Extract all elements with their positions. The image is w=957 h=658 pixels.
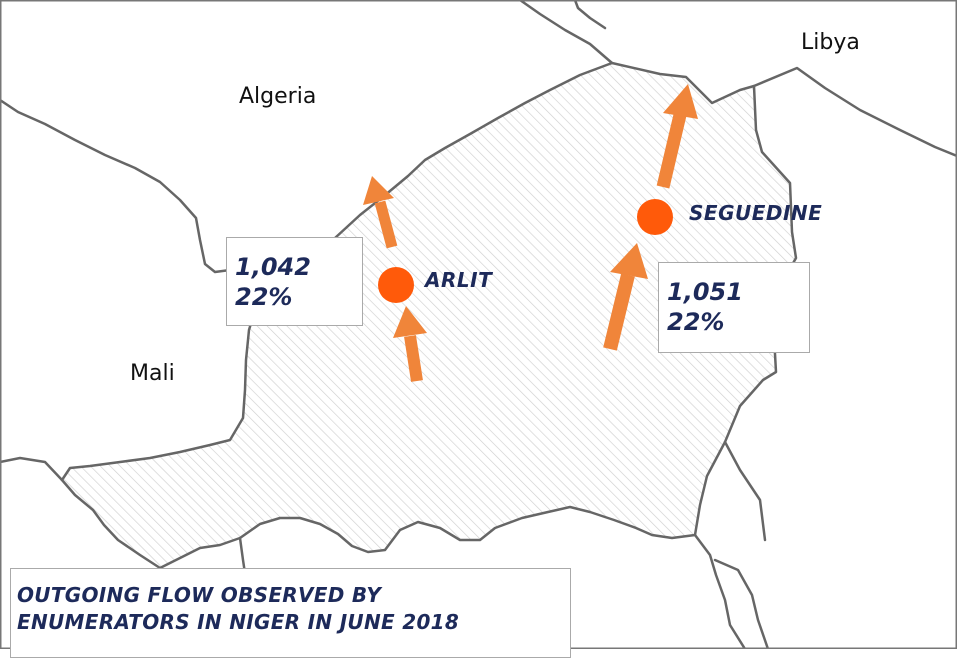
border-niger-south <box>60 478 697 570</box>
border-mali-burkina <box>0 456 64 482</box>
flow-arrow-arlit-out <box>363 176 398 249</box>
count-box-arlit: 1,042 22% <box>226 237 363 326</box>
town-label-seguedine: SEGUEDINE <box>689 201 823 225</box>
map-title-line-2: ENUMERATORS IN NIGER IN JUNE 2018 <box>17 610 460 634</box>
flow-arrow-seguedine-in <box>603 243 648 351</box>
seguedine-marker <box>637 199 673 235</box>
count-box-seguedine: 1,051 22% <box>658 262 810 353</box>
country-label-libya: Libya <box>801 30 860 55</box>
town-label-arlit: ARLIT <box>425 268 493 292</box>
border-algeria-libya-upper <box>573 0 607 30</box>
percent-seguedine: 22% <box>667 308 725 336</box>
border-algeria-libya <box>518 0 614 65</box>
border-cameroon-chad <box>713 558 770 649</box>
border-chad-south <box>723 440 767 542</box>
percent-arlit: 22% <box>235 283 293 311</box>
flow-arrows <box>363 84 698 382</box>
map-title-box: OUTGOING FLOW OBSERVED BY ENUMERATORS IN… <box>10 568 571 658</box>
flow-arrow-arlit-in <box>393 306 427 382</box>
border-nigeria-cameroon <box>693 533 747 649</box>
flow-arrow-seguedine-out <box>656 84 698 189</box>
border-niger-mali <box>60 273 270 482</box>
country-label-mali: Mali <box>130 361 175 386</box>
border-algeria-mali <box>0 98 270 277</box>
country-label-algeria: Algeria <box>239 84 317 109</box>
border-niger-libya <box>610 61 957 158</box>
niger-territory <box>62 63 796 568</box>
map-title-line-1: OUTGOING FLOW OBSERVED BY <box>17 583 382 607</box>
arlit-marker <box>378 267 414 303</box>
count-arlit: 1,042 <box>235 253 311 281</box>
count-seguedine: 1,051 <box>667 278 743 306</box>
